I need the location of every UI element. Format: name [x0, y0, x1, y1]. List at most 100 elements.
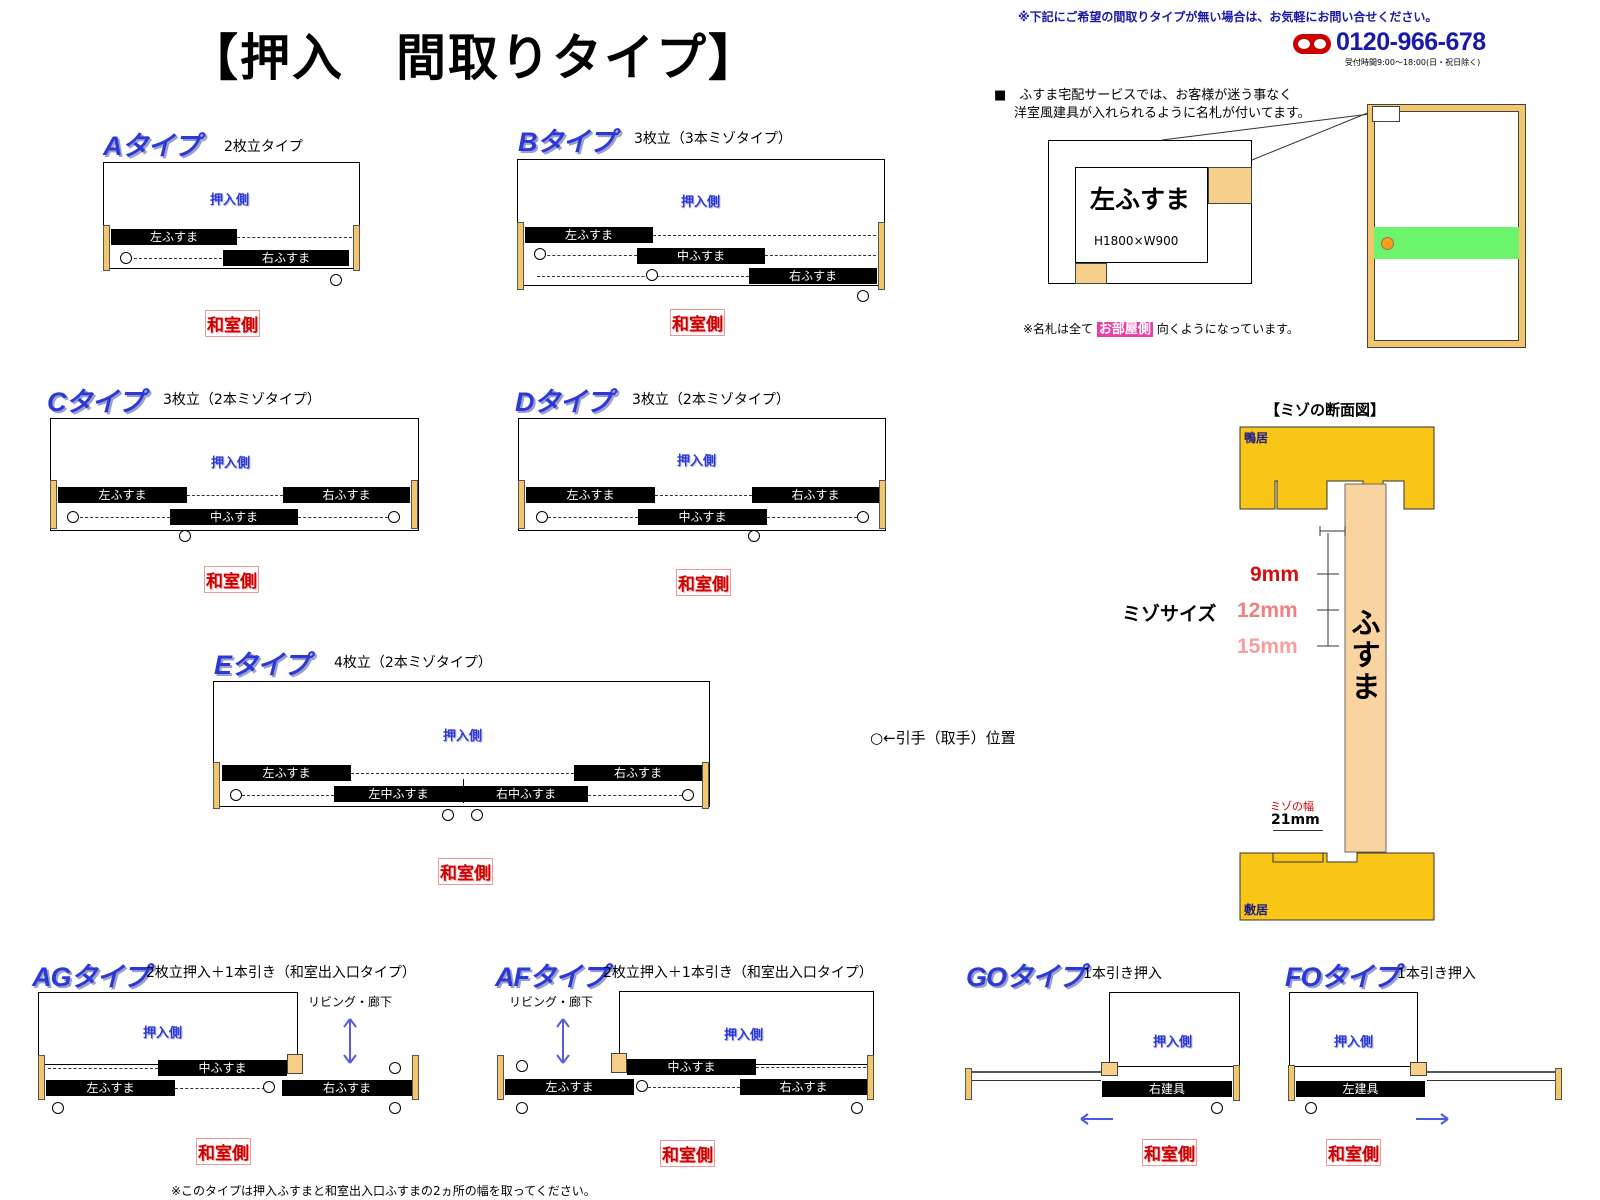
mizo-size-9: 9mm	[1250, 563, 1300, 586]
type-c-title: Cタイプ	[47, 387, 144, 417]
type-a-track-2	[134, 258, 222, 259]
type-d-right-post	[879, 480, 886, 529]
type-go-right-door-panel: 右建具	[1102, 1081, 1232, 1097]
type-c-handle-3	[179, 530, 191, 542]
type-e-right-panel: 右ふすま	[574, 765, 702, 781]
type-fo-right-post	[1555, 1068, 1562, 1100]
type-c-oshiire-label: 押入側	[211, 456, 251, 471]
type-fo-left-door-panel: 左建具	[1296, 1081, 1425, 1097]
type-d-right-panel: 右ふすま	[752, 487, 879, 503]
type-c-track-2a	[80, 517, 170, 518]
type-b-handle-1	[534, 248, 546, 260]
type-a-left-post	[103, 225, 110, 271]
type-e-oshiire-label: 押入側	[443, 729, 483, 744]
door-handle-band	[1374, 227, 1519, 259]
type-ag-right-post	[412, 1055, 419, 1100]
type-af-track-2	[648, 1087, 740, 1088]
type-af-left-panel: 左ふすま	[505, 1079, 634, 1095]
type-b-track-2b	[765, 255, 876, 256]
type-go-oshiire-label: 押入側	[1153, 1035, 1193, 1050]
type-ag-living-label: リビング・廊下	[308, 995, 393, 1009]
type-d-track-2b	[767, 517, 857, 518]
type-af-oshiire-label: 押入側	[724, 1028, 764, 1043]
type-b-track-3	[537, 276, 749, 277]
phone-hours: 受付時間9:00～18:00(日・祝日除く)	[1345, 58, 1481, 67]
type-e-left-center-panel: 左中ふすま	[334, 786, 463, 802]
freedial-icon	[1293, 34, 1331, 54]
page-title: 【押入 間取りタイプ】	[188, 29, 760, 87]
type-ag-stop-block	[287, 1054, 303, 1074]
type-fo-stop-block	[1410, 1062, 1427, 1076]
type-fo-right-arrow-icon	[1416, 1113, 1449, 1125]
type-a-desc: 2枚立タイプ	[224, 139, 303, 155]
type-b-track-1	[653, 235, 876, 236]
type-af-closet	[619, 991, 874, 1065]
door-nameplate-icon	[1372, 106, 1400, 122]
type-c-right-post	[411, 480, 418, 529]
phone-number[interactable]: 0120-966-678	[1336, 28, 1486, 56]
type-af-track-1	[756, 1067, 866, 1068]
door-handle-icon	[1381, 237, 1394, 250]
nameplate-note-badge: お部屋側	[1096, 322, 1153, 337]
mizo-width-dimension	[1273, 830, 1323, 831]
type-go-right-post	[1233, 1065, 1240, 1101]
type-d-washitsu-label: 和室側	[676, 569, 731, 596]
type-af-right-post	[867, 1055, 874, 1100]
nameplate-card-size: H1800×W900	[1094, 234, 1179, 248]
type-fo-rail-bottom	[1427, 1080, 1555, 1081]
type-b-oshiire-label: 押入側	[681, 195, 721, 210]
type-fo-desc: 1本引き押入	[1397, 966, 1476, 982]
type-b-right-post	[878, 222, 885, 290]
nameplate-note-post: 向くようになっています。	[1156, 322, 1299, 336]
type-go-closet	[1109, 992, 1240, 1067]
type-a-title: Aタイプ	[103, 131, 200, 161]
type-ag-closet	[38, 992, 298, 1065]
type-fo-title: FOタイプ	[1285, 962, 1399, 992]
type-fo-left-post	[1288, 1065, 1295, 1101]
type-e-handle-1	[230, 789, 242, 801]
mizo-width-value: 21mm	[1271, 812, 1320, 828]
type-af-handle-4	[851, 1102, 863, 1114]
type-c-handle-1	[67, 511, 79, 523]
type-ag-note: ※このタイプは押入ふすまと和室出入口ふすまの2ヵ所の幅を取ってください。	[171, 1184, 596, 1198]
type-e-handle-3	[442, 809, 454, 821]
type-go-rail-top	[972, 1071, 1101, 1073]
nameplate-note: ※名札は全て お部屋側 向くようになっています。	[1023, 318, 1299, 337]
type-b-handle-2	[646, 269, 658, 281]
type-e-right-post	[702, 762, 709, 809]
type-ag-handle-1	[263, 1081, 275, 1093]
type-d-handle-1	[536, 511, 548, 523]
shikii-label: 敷居	[1244, 903, 1269, 917]
type-ag-center-panel: 中ふすま	[158, 1060, 287, 1076]
nameplate-card-title: 左ふすま	[1090, 185, 1191, 214]
type-c-washitsu-label: 和室側	[204, 566, 259, 593]
type-d-track-1	[655, 495, 752, 496]
type-af-handle-3	[516, 1102, 528, 1114]
mizo-width-label: ミゾの幅	[1270, 800, 1314, 813]
type-ag-desc: 2枚立押入＋1本引き（和室出入口タイプ）	[146, 965, 416, 981]
type-e-title: Eタイプ	[214, 650, 310, 680]
type-ag-handle-3	[52, 1102, 64, 1114]
type-d-oshiire-label: 押入側	[677, 454, 717, 469]
nameplate-note-pre: ※名札は全て	[1023, 322, 1094, 336]
type-fo-closet	[1289, 992, 1418, 1067]
type-e-left-post	[213, 762, 220, 809]
type-af-title: AFタイプ	[495, 962, 608, 992]
type-d-center-panel: 中ふすま	[638, 509, 767, 525]
type-e-track-2a	[242, 795, 334, 796]
type-ag-right-panel: 右ふすま	[282, 1080, 412, 1096]
type-ag-handle-2	[389, 1062, 401, 1074]
type-e-handle-2	[682, 789, 694, 801]
type-af-right-panel: 右ふすま	[740, 1079, 867, 1095]
type-af-washitsu-label: 和室側	[660, 1140, 715, 1167]
nameplate-line1: ■ ふすま宅配サービスでは、お客様が迷う事なく	[994, 88, 1293, 103]
type-fo-oshiire-label: 押入側	[1334, 1035, 1374, 1050]
type-af-handle-1	[516, 1060, 528, 1072]
type-b-center-panel: 中ふすま	[637, 248, 765, 264]
type-a-right-post	[353, 225, 360, 271]
type-go-handle	[1211, 1102, 1223, 1114]
type-go-left-arrow-icon	[1080, 1113, 1113, 1125]
type-c-track-1	[187, 495, 283, 496]
type-d-track-2a	[548, 517, 638, 518]
